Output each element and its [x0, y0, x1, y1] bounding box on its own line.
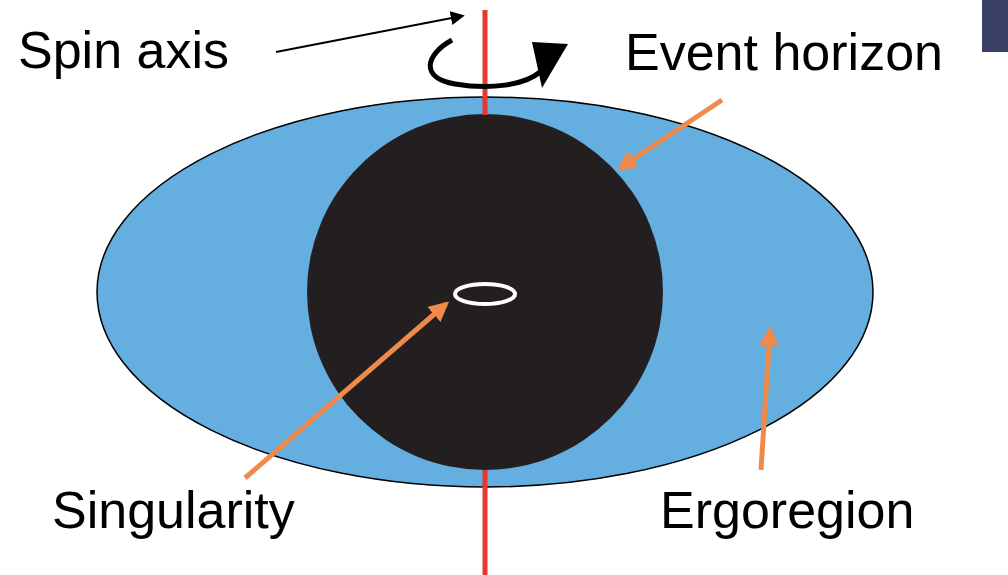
callout-label: Event horizon: [625, 26, 943, 78]
leader-line: [620, 100, 722, 168]
leader-line: [245, 304, 446, 478]
spin-axis-line: [483, 10, 488, 115]
leader-line: [761, 330, 770, 470]
ring-singularity: [455, 284, 515, 304]
spin-axis-line: [483, 470, 488, 575]
leader-line: [276, 16, 462, 52]
rotation-arrow: [430, 40, 540, 87]
corner-artifact: [982, 0, 1008, 52]
ergoregion-ellipse: [97, 97, 873, 487]
callout-label: Ergoregion: [660, 484, 914, 536]
event-horizon-disc: [307, 114, 663, 470]
rotation-arrowhead: [532, 42, 568, 88]
callout-label: Singularity: [52, 484, 295, 536]
callout-label: Spin axis: [18, 24, 229, 76]
